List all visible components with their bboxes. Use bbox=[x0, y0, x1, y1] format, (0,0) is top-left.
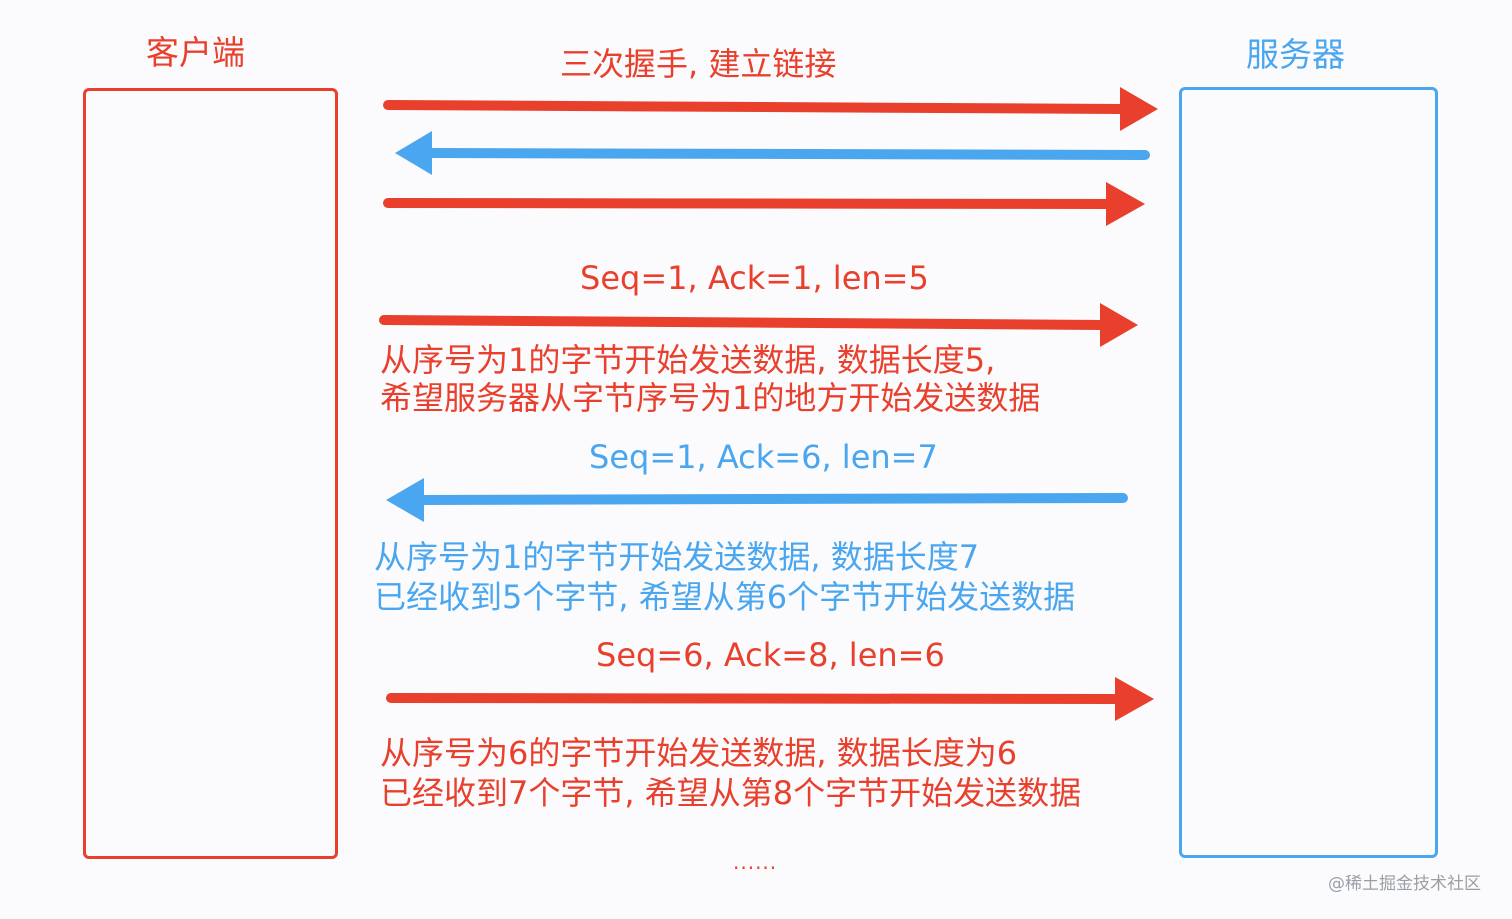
step3-seq-label: Seq=6, Ack=8, len=6 bbox=[596, 636, 945, 674]
step1-arrow bbox=[379, 303, 1138, 347]
handshake-title: 三次握手, 建立链接 bbox=[560, 45, 837, 83]
client-label: 客户端 bbox=[146, 33, 245, 72]
ellipsis: ...... bbox=[733, 850, 778, 874]
server-label: 服务器 bbox=[1246, 35, 1345, 74]
step2-desc-line2: 已经收到5个字节, 希望从第6个字节开始发送数据 bbox=[374, 578, 1076, 616]
step1-desc-line1: 从序号为1的字节开始发送数据, 数据长度5, bbox=[380, 341, 996, 379]
handshake-syn-ack-arrow bbox=[395, 131, 1150, 175]
handshake-syn-arrow bbox=[383, 87, 1158, 131]
step3-arrow bbox=[386, 677, 1154, 721]
step2-seq-label: Seq=1, Ack=6, len=7 bbox=[589, 438, 938, 476]
step3-desc-line1: 从序号为6的字节开始发送数据, 数据长度为6 bbox=[380, 734, 1018, 772]
step1-seq-label: Seq=1, Ack=1, len=5 bbox=[580, 259, 929, 297]
step2-arrow bbox=[386, 478, 1128, 522]
client-box bbox=[83, 88, 338, 859]
watermark: @稀土掘金技术社区 bbox=[1328, 874, 1481, 894]
step2-desc-line1: 从序号为1的字节开始发送数据, 数据长度7 bbox=[374, 538, 980, 576]
step3-desc-line2: 已经收到7个字节, 希望从第8个字节开始发送数据 bbox=[380, 774, 1082, 812]
server-box bbox=[1179, 87, 1438, 858]
handshake-ack-arrow bbox=[383, 182, 1145, 226]
step1-desc-line2: 希望服务器从字节序号为1的地方开始发送数据 bbox=[380, 379, 1041, 417]
